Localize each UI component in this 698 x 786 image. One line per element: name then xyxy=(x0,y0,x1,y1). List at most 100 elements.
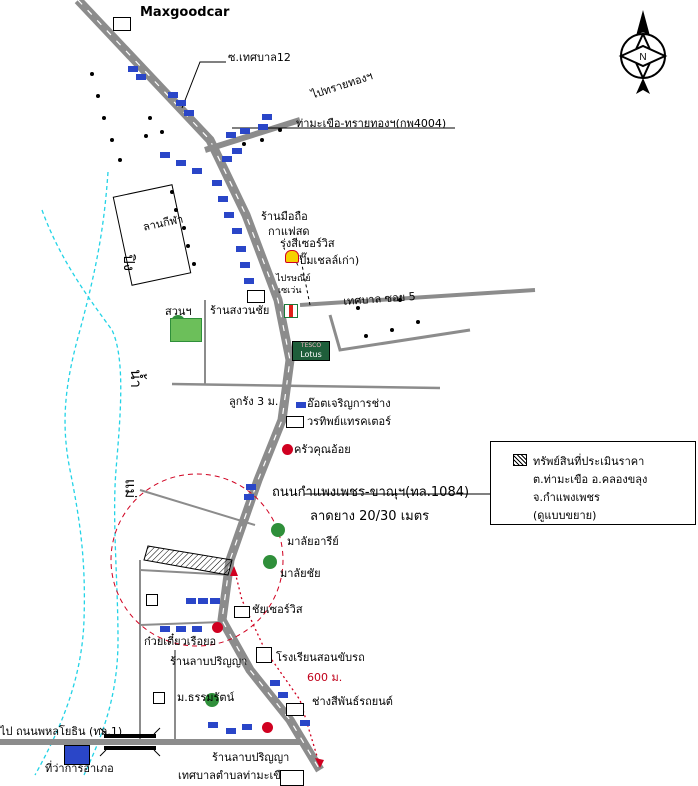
building-dot xyxy=(118,158,122,162)
road-municipal-5-branch xyxy=(328,314,471,352)
house-mark xyxy=(186,598,196,604)
building-dot xyxy=(398,298,402,302)
house-mark xyxy=(232,148,242,154)
house-mark xyxy=(278,692,288,698)
building-dot xyxy=(260,138,264,142)
label-district-office: ที่ว่าการอำเภอ xyxy=(45,762,114,775)
house-mark xyxy=(160,626,170,632)
house-mark xyxy=(222,156,232,162)
label-municipality: เทศบาลตำบลท่ามะเขือ xyxy=(178,769,288,782)
distance-arrow-start xyxy=(230,566,238,576)
house-mark xyxy=(218,196,228,202)
house-mark xyxy=(176,100,186,106)
house-mark xyxy=(244,494,254,500)
distance-line xyxy=(233,567,321,767)
label-shop-1: ร้านลาบปริญญา xyxy=(170,655,248,668)
road-local-4 xyxy=(139,621,223,626)
house-mark xyxy=(208,722,218,728)
tesco-text: TESCO xyxy=(300,342,322,349)
building-dot xyxy=(242,142,246,146)
label-paint-shop: ช่างสีพันธ์รถยนต์ xyxy=(312,695,393,708)
label-restaurant: ครัวคุณอ้อย xyxy=(294,443,351,456)
building-dot xyxy=(186,244,190,248)
bridge-phaholyothin xyxy=(99,727,161,757)
label-chai-service: ชัยเซอร์วิส xyxy=(252,603,303,616)
house-mark xyxy=(160,152,170,158)
service-shop-icon xyxy=(234,606,250,618)
house-mark xyxy=(136,74,146,80)
label-mali-chai: มาลัยชัย xyxy=(280,567,321,580)
shop-sangkhachai-icon xyxy=(247,290,265,303)
label-to-phaholyothin: ไป ถนนพหลโยธิน (ทล.1) xyxy=(0,725,123,738)
building-dot xyxy=(96,94,100,98)
label-lukrang: ลูกรัง 3 ม. xyxy=(229,395,279,408)
tractor-shop-icon xyxy=(286,416,304,428)
house-mark xyxy=(210,598,220,604)
house-mark xyxy=(128,66,138,72)
legend-line-2: ต.ท่ามะเขือ อ.คลองขลุง xyxy=(533,473,648,486)
label-sangkhachai: ร้านสงวนชัย xyxy=(210,304,270,317)
house-mark xyxy=(232,228,242,234)
label-shop-2: ร้านลาบปริญญา xyxy=(212,751,290,764)
road-municipal-5 xyxy=(299,288,536,307)
building-dot xyxy=(182,226,186,230)
house-mark xyxy=(168,92,178,98)
house-icon-west xyxy=(146,594,158,606)
building-dot xyxy=(170,190,174,194)
label-mobile-shop: ร้านมือถือ xyxy=(261,210,308,223)
label-mother-ari: มาลัยอารีย์ xyxy=(287,535,339,548)
house-mark xyxy=(236,246,246,252)
tree-mark xyxy=(205,693,219,707)
house-mark xyxy=(242,724,252,730)
house-mark xyxy=(198,598,208,604)
main-road-centerline xyxy=(77,0,321,771)
legend-line-3: จ.กำแพงเพชร xyxy=(533,491,600,504)
building-dot xyxy=(174,208,178,212)
label-tractor-shop: วรทิพย์แทรคเตอร์ xyxy=(307,415,392,428)
car-showroom-icon xyxy=(113,17,131,31)
label-tha-makhuea-road: ท่ามะเขือ-ทรายทองฯ(กพ4004) xyxy=(296,117,447,130)
house-mark xyxy=(192,168,202,174)
house-mark xyxy=(262,114,272,120)
legend-line-4: (ดูแบบขยาย) xyxy=(533,509,597,522)
building-dot xyxy=(160,130,164,134)
label-driving-school: โรงเรียนสอนขับรถ xyxy=(276,651,365,664)
paint-shop-icon xyxy=(286,703,304,716)
restaurant-icon xyxy=(282,444,293,455)
building-dot xyxy=(416,320,420,324)
building-dot xyxy=(148,116,152,120)
house-mark xyxy=(212,180,222,186)
house-icon-southwest xyxy=(153,692,165,704)
shell-icon xyxy=(285,250,299,263)
building-dot xyxy=(364,334,368,338)
north-arrow-icon: N xyxy=(618,10,668,94)
house-mark xyxy=(224,212,234,218)
house-mark xyxy=(240,262,250,268)
road-local-1 xyxy=(139,489,256,526)
label-noodle: ก๋วยเตี๋ยวเรือยอ xyxy=(144,635,217,648)
label-seven: เซเว่น xyxy=(278,286,302,296)
label-distance: 600 ม. xyxy=(307,671,343,684)
building-dot xyxy=(110,138,114,142)
legend-box: ทรัพย์สินที่ประเมินราคา ต.ท่ามะเขือ อ.คล… xyxy=(490,441,696,525)
tesco-lotus-sign: TESCO Lotus xyxy=(292,341,330,361)
building-dot xyxy=(356,306,360,310)
label-parcel: ไปรษณีย์ xyxy=(276,274,311,284)
house-mark xyxy=(176,626,186,632)
house-mark xyxy=(296,402,306,408)
building-dot xyxy=(192,262,196,266)
house-mark xyxy=(176,160,186,166)
compass-letter: N xyxy=(639,52,646,63)
distance-arrow-end xyxy=(315,758,324,768)
river-bank-west xyxy=(34,171,109,776)
legend-line-1: ทรัพย์สินที่ประเมินราคา xyxy=(533,455,645,468)
house-mark xyxy=(244,278,254,284)
label-rungsi-service: รุ่งสีเซอร์วิส xyxy=(280,237,335,250)
radius-circle xyxy=(110,473,284,647)
building-dot xyxy=(390,328,394,332)
noodle-shop-icon xyxy=(212,622,223,633)
house-mark xyxy=(270,680,280,686)
building-dot xyxy=(278,128,282,132)
house-mark xyxy=(240,128,250,134)
